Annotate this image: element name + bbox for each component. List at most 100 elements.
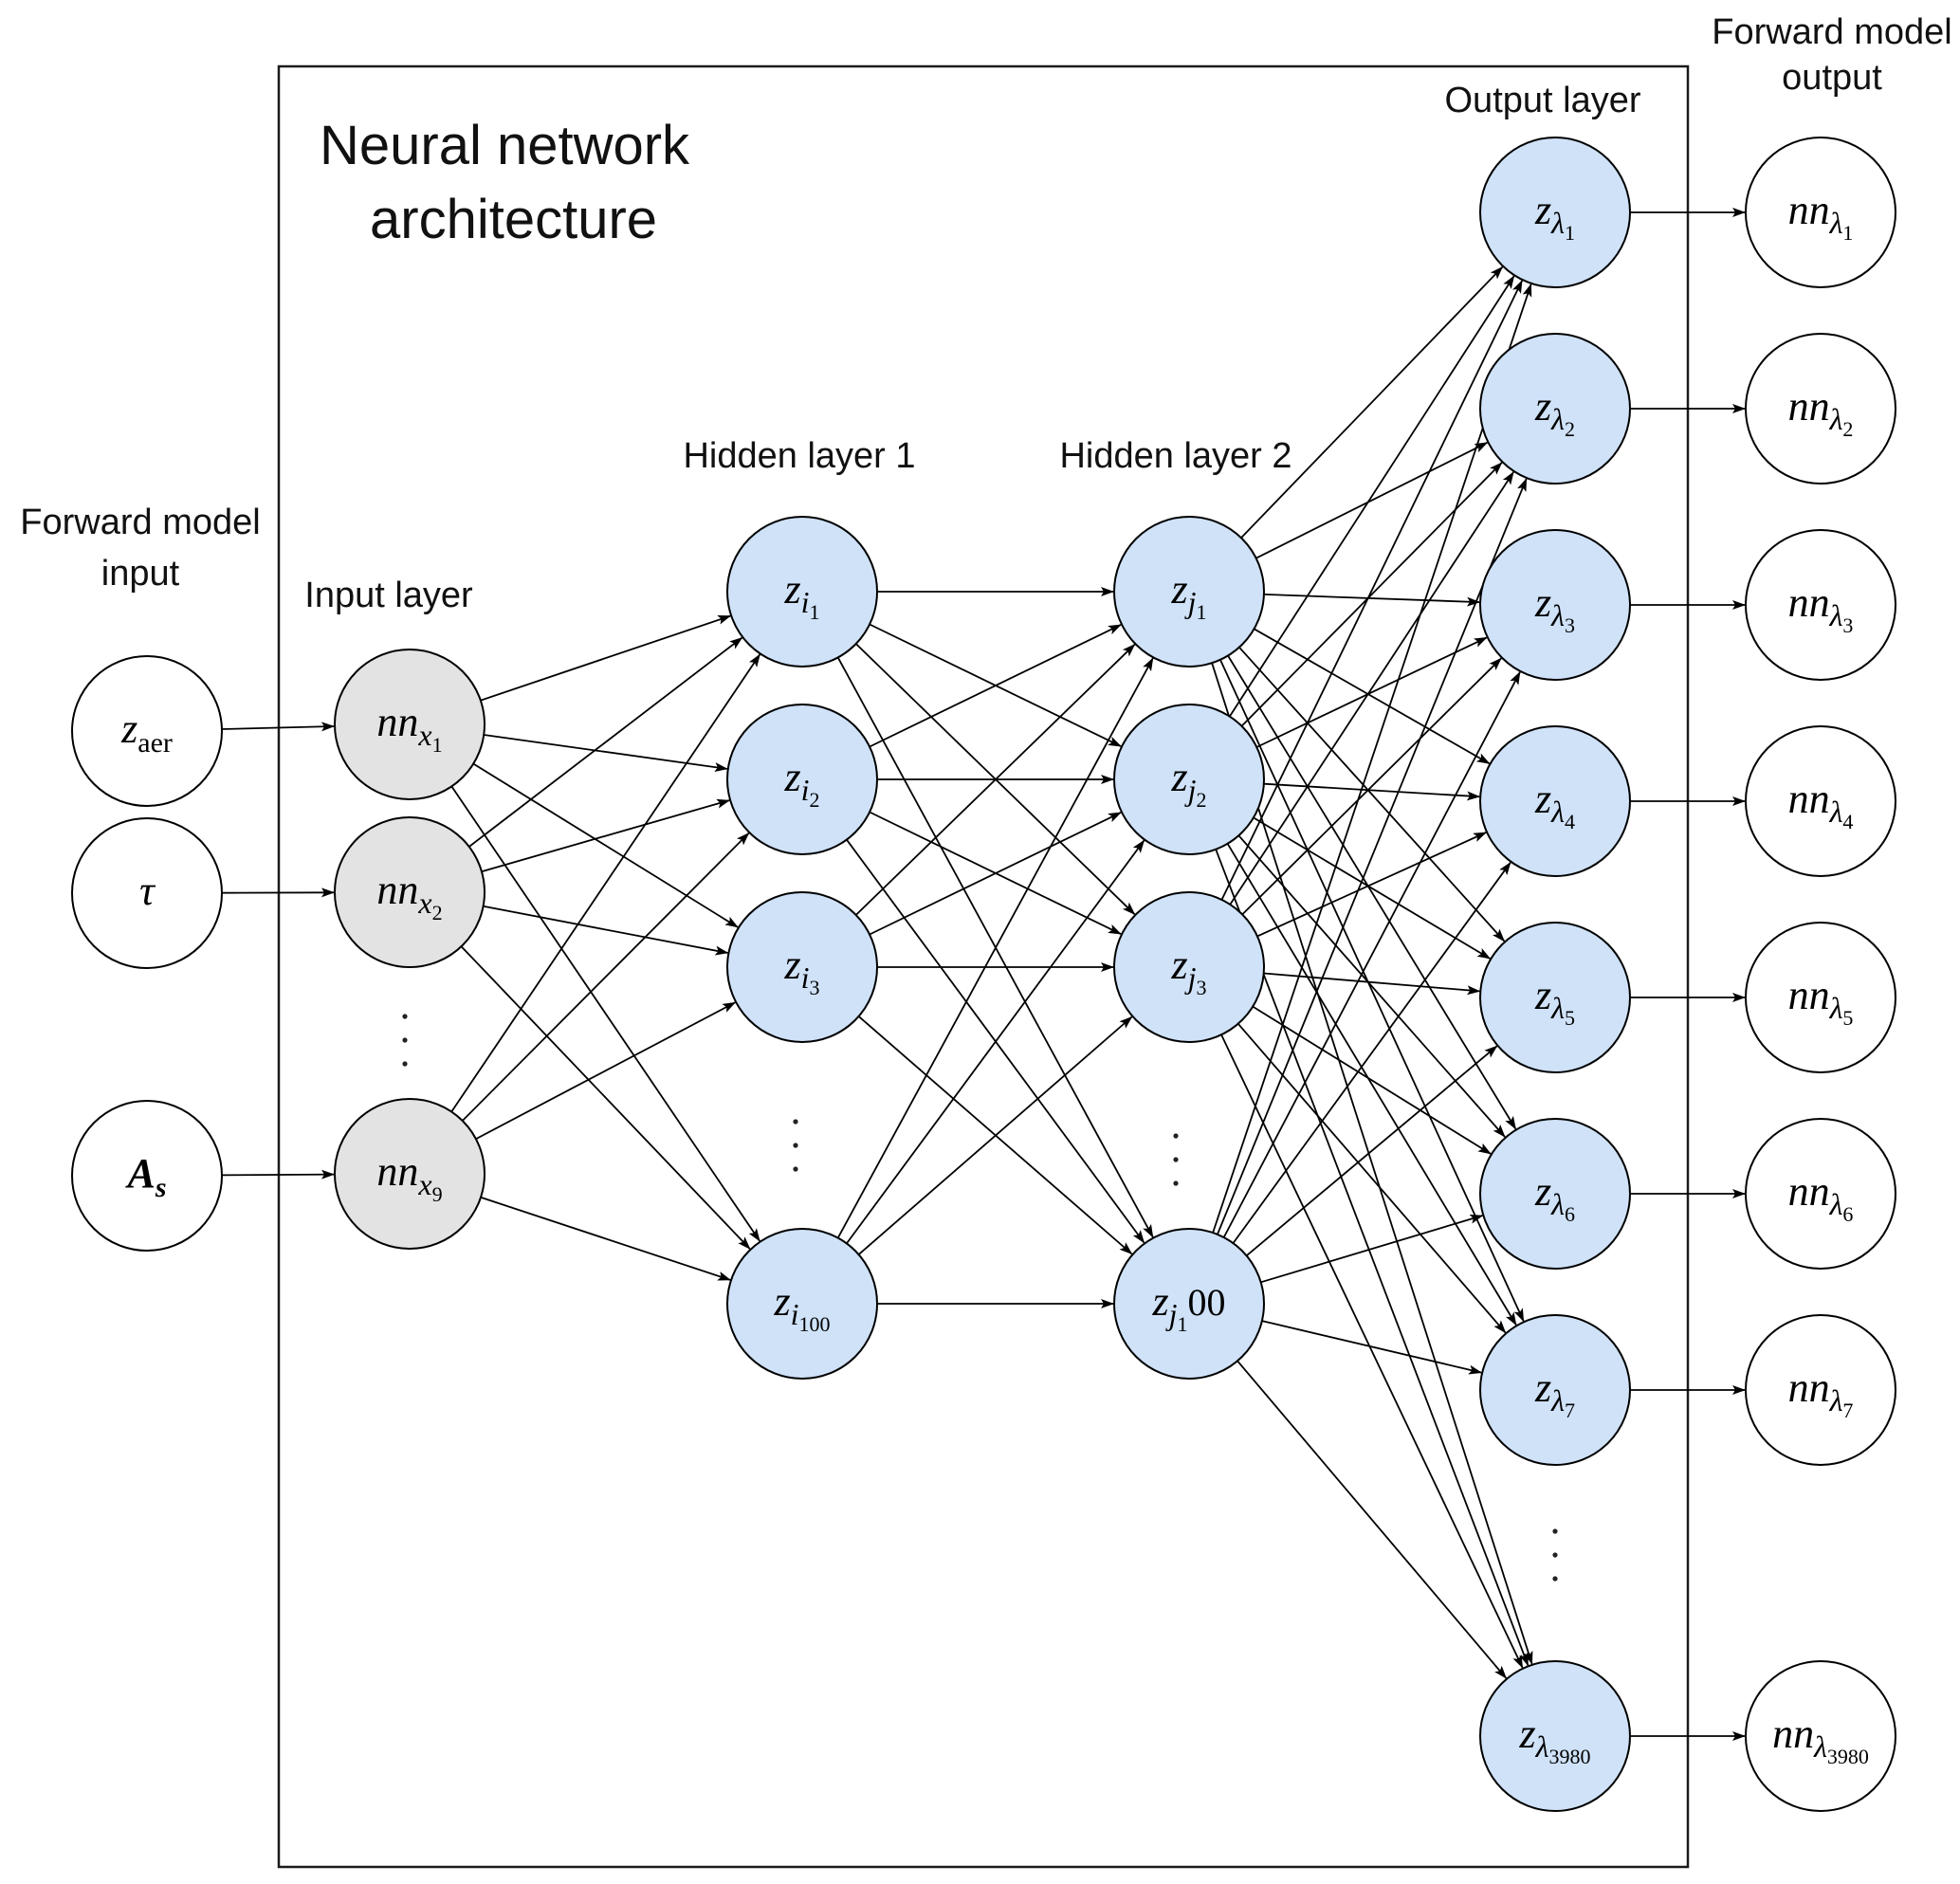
neuron-label: τ [139,868,156,914]
weight-edge [1232,861,1511,1244]
weight-edge [450,785,760,1242]
neuron-circle [1113,704,1265,855]
fm-input-node-3: As [71,1100,223,1252]
weight-edge [1255,441,1489,559]
fm-input-label-line1: Forward model [20,503,260,542]
neuron-label: nnλ5 [1788,972,1854,1030]
output-node-1: zλ1 [1479,137,1631,288]
fm-output-node-5: nnλ5 [1745,922,1896,1073]
neuron-label: nnλ3 [1788,579,1854,637]
hidden2-node-4: zj100 [1113,1228,1265,1380]
weight-edge [1240,462,1503,727]
neuron-label: zλ7 [1534,1364,1575,1422]
input-edge [221,1169,335,1180]
hidden2-node-1: zj1 [1113,516,1265,668]
weight-edge [1219,659,1525,1323]
weight-edge [1217,478,1528,1235]
neurons: zaer τAs nnx1 nnx2 nnx9 zi1 zi2 zi3 zi100 zj1 zj2 z… [71,137,1896,1812]
neuron-label: zi100 [773,1278,830,1336]
fm-output-node-2: nnλ2 [1745,333,1896,485]
weight-edge [1212,283,1532,1234]
fm-input-node-1: zaer [71,655,223,807]
neuron-circle [1745,1660,1896,1812]
fm-output-node-4: nnλ4 [1745,725,1896,877]
weight-edge [855,644,1136,916]
neuron-circle [1745,137,1896,288]
neuron-circle [1745,529,1896,681]
weight-edge [858,1015,1133,1255]
weight-edge [1263,782,1481,801]
output-node-8: zλ3980 [1479,1660,1631,1812]
neuron-label: nnλ3980 [1772,1710,1869,1768]
output-node-6: zλ6 [1479,1118,1631,1270]
neuron-label: zλ3980 [1519,1710,1591,1768]
neuron-label: nnλ7 [1788,1364,1854,1422]
weight-edge [869,812,1122,936]
weight-edge [1246,1045,1498,1256]
hidden-layer-2-ellipsis [1173,1133,1179,1186]
hidden1-node-3: zi3 [726,891,878,1043]
neuron-circle [1479,725,1631,877]
weight-edge [472,762,739,928]
neuron-circle [1479,137,1631,288]
neuron-label: nnx9 [376,1148,442,1206]
neuron-circle [1113,516,1265,668]
weight-edge [1215,849,1530,1667]
hidden-layer-2-label: Hidden layer 2 [1059,436,1291,476]
weight-edge [1222,671,1521,1238]
input-node-3: nnx9 [334,1098,485,1250]
weight-edge [1241,657,1502,916]
input-node-2: nnx2 [334,816,485,968]
output-node-3: zλ3 [1479,529,1631,681]
weight-edge [1256,832,1488,938]
neuron-circle [1479,333,1631,485]
weight-edge [1211,662,1533,1665]
output-node-7: zλ7 [1479,1314,1631,1466]
weight-edge [1253,816,1492,960]
output-layer-ellipsis [1552,1528,1558,1582]
neuron-circle [1745,725,1896,877]
connections [221,208,1746,1741]
input-node-1: nnx1 [334,649,485,800]
hidden2-node-2: zj2 [1113,704,1265,855]
neuron-label: zj1 [1170,566,1206,624]
neuron-circle [334,649,485,800]
neuron-circle [726,891,878,1043]
hidden1-node-2: zi2 [726,704,878,855]
weight-edge [462,832,750,1122]
weight-edge [460,945,751,1250]
fm-output-label-line1: Forward model [1712,12,1951,52]
neuron-label: nnλ6 [1788,1168,1854,1226]
output-layer-label: Output layer [1445,81,1641,120]
neuron-label: zi1 [783,566,819,624]
weight-edge [1220,280,1523,901]
fm-input-node-2: τ [71,817,223,969]
neuron-label: nnλ4 [1788,776,1854,833]
neuron-label: nnx2 [376,867,442,924]
fm-output-label-line2: output [1782,58,1882,98]
neuron-circle [726,704,878,855]
weight-edge [869,624,1122,748]
weight-edge [1227,655,1517,1130]
weight-edge [1261,1320,1483,1375]
fm-output-node-7: nnλ7 [1745,1314,1896,1466]
neuron-circle [1113,891,1265,1043]
weight-edge [480,1196,732,1281]
neuron-label: zi2 [783,754,819,812]
input-layer-label: Input layer [304,576,473,615]
fm-output-node-8: nnλ3980 [1745,1660,1896,1812]
neuron-circle [1479,1118,1631,1270]
weight-edge [1236,1360,1507,1679]
neuron-circle [1745,922,1896,1073]
neuron-label: nnλ1 [1788,187,1854,245]
weight-edge [481,798,731,873]
neuron-label: zi3 [783,942,819,999]
weight-edge [450,653,761,1113]
hidden-layer-1-ellipsis [793,1119,798,1172]
weight-edge [1229,471,1514,905]
output-node-5: zλ5 [1479,922,1631,1073]
weight-edge [1238,647,1506,942]
input-edge [221,722,335,732]
weight-edge [846,839,1145,1244]
